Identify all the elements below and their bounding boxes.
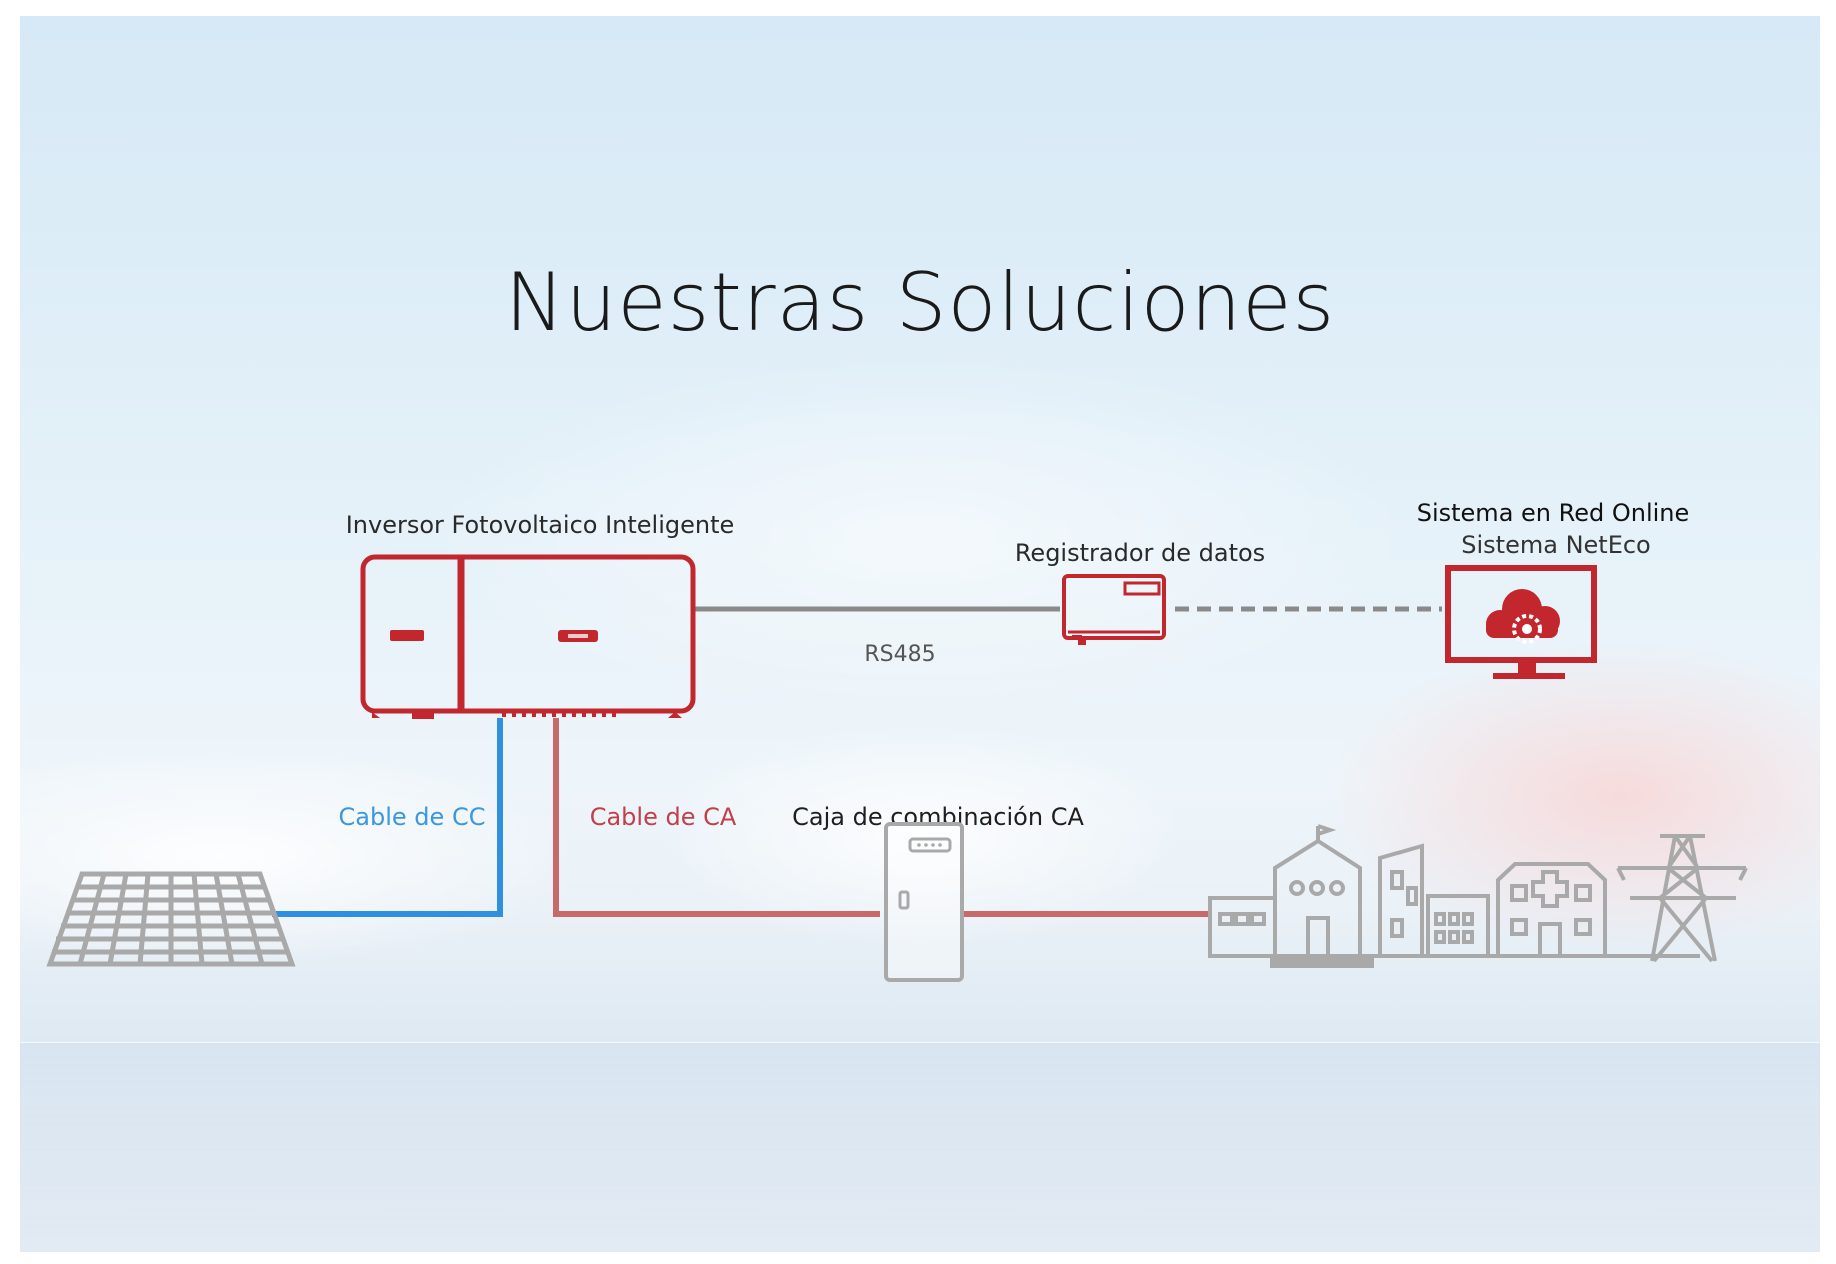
- dc-cable-label: Cable de CC: [338, 803, 486, 831]
- power-tower-icon: [1616, 834, 1748, 963]
- datalogger-icon: [1062, 574, 1166, 645]
- combiner-box-icon: [884, 822, 964, 982]
- inverter-icon: [360, 554, 696, 719]
- network-label-line1: Sistema en Red Online: [1416, 499, 1690, 527]
- buildings-icon: [1208, 824, 1700, 968]
- datalogger-label: Registrador de datos: [1014, 539, 1266, 567]
- solar-panel-icon: [46, 871, 296, 967]
- page-title: Nuestras Soluciones: [504, 256, 1336, 349]
- ac-box-label: Caja de combinación CA: [792, 803, 1084, 831]
- cloud-monitor-icon: [1445, 565, 1597, 679]
- dc-cable-line: [272, 718, 503, 917]
- bottom-band: [20, 1042, 1820, 1252]
- network-label-line2: Sistema NetEco: [1461, 531, 1651, 559]
- inverter-label: Inversor Fotovoltaico Inteligente: [345, 511, 735, 539]
- ac-cable-line: [553, 718, 880, 917]
- diagram-frame: Nuestras Soluciones Inversor Fotovoltaic…: [20, 16, 1820, 1252]
- rs485-label: RS485: [864, 642, 936, 667]
- system-diagram: [46, 554, 1748, 982]
- ac-cable-label: Cable de CA: [589, 803, 737, 831]
